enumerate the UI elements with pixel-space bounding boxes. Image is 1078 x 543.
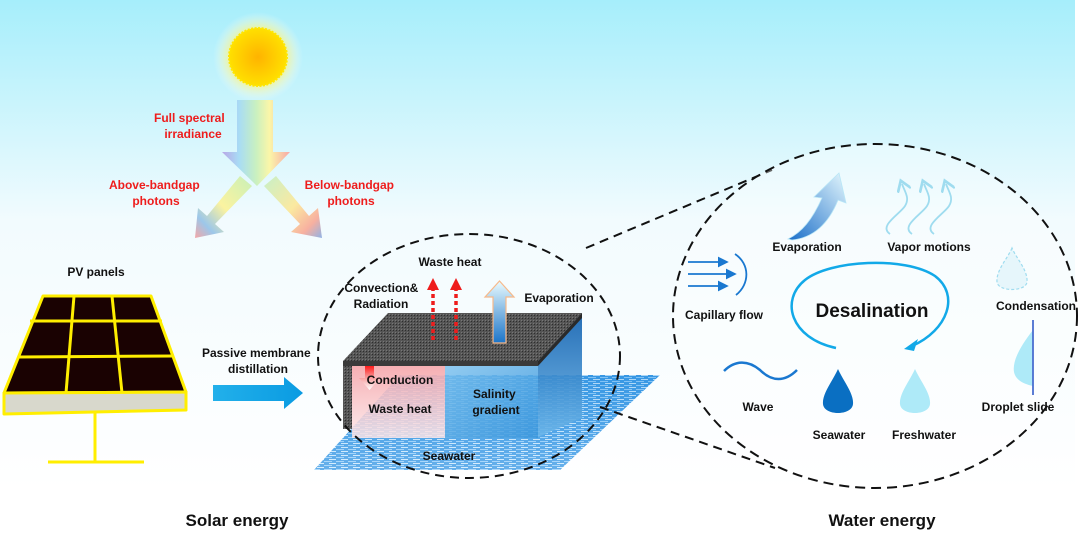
freshwater-droplet-icon: [899, 369, 931, 413]
pv-panel-icon: [2, 294, 188, 464]
module-evaporation-label: Evaporation: [524, 291, 593, 305]
above-bandgap-arrow: [195, 176, 252, 238]
wave-label: Wave: [743, 400, 774, 414]
full-spectrum-arrow: [222, 100, 290, 186]
zoom-line-top: [585, 169, 773, 249]
desalination-label: Desalination: [816, 301, 929, 322]
evaporation-icon: [786, 172, 847, 241]
vapor-motions-icon: [885, 184, 951, 235]
passive-md-arrow: [213, 377, 303, 409]
module-seawater-label: Seawater: [423, 449, 476, 463]
module-zoom-ellipse: [317, 233, 621, 479]
above-bandgap-label: Above-bandgap photons: [109, 178, 203, 208]
seawater-label: Seawater: [813, 428, 866, 442]
solar-energy-title: Solar energy: [186, 511, 290, 530]
waste-heat-arrows: [427, 278, 462, 340]
passive-md-label: Passive membrane distillation: [202, 346, 314, 376]
desalination-arrow-head: [904, 339, 918, 351]
sun-icon: [213, 12, 303, 102]
pv-panels-label: PV panels: [67, 265, 125, 279]
freshwater-label: Freshwater: [892, 428, 956, 442]
capillary-flow-label: Capillary flow: [685, 308, 764, 322]
conduction-label: Conduction: [367, 373, 434, 387]
droplet-slide-label: Droplet slide: [982, 400, 1055, 414]
waste-heat-top-label: Waste heat: [419, 255, 482, 269]
water-energy-title: Water energy: [828, 511, 936, 530]
evaporation-label: Evaporation: [772, 240, 841, 254]
vapor-motions-label: Vapor motions: [887, 240, 971, 254]
condensation-droplet-icon: [996, 246, 1028, 291]
full-spectral-label: Full spectral irradiance: [154, 111, 228, 141]
module-evaporation-arrow: [483, 280, 516, 344]
below-bandgap-label: Below-bandgap photons: [305, 178, 398, 208]
convection-radiation-label: Convection& Radiation: [344, 281, 421, 311]
zoom-line-bottom: [599, 406, 776, 469]
waste-heat-inner-label: Waste heat: [369, 402, 432, 416]
capillary-flow-icon: [688, 253, 748, 296]
condensation-label: Condensation: [996, 299, 1076, 313]
below-bandgap-arrow: [264, 176, 322, 238]
membrane-box: [343, 313, 582, 438]
droplet-slide-icon: [1013, 320, 1034, 395]
conduction-arrow: [359, 366, 380, 390]
water-energy-ellipse: [672, 143, 1078, 489]
wave-icon: [723, 361, 798, 381]
desalination-cycle-arrow: [790, 261, 950, 350]
seawater-droplet-icon: [822, 369, 854, 413]
salinity-gradient-label: Salinity gradient: [472, 387, 519, 417]
